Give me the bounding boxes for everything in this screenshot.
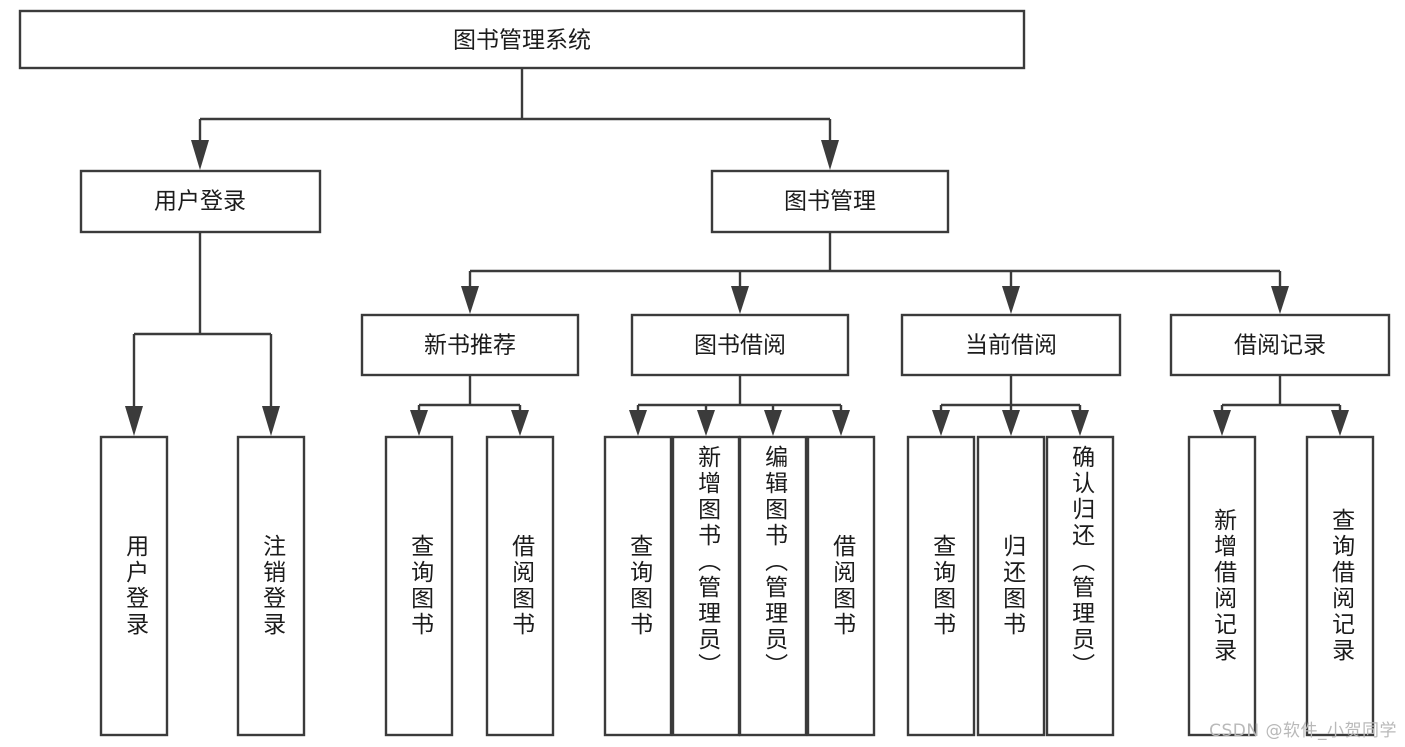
arrow-leaf-br-add-icon — [1213, 410, 1231, 436]
arrow-leaf-bb-borrow-icon — [832, 410, 850, 436]
node-book-borrow[interactable] — [630, 313, 850, 377]
leaf-box-logout[interactable] — [236, 435, 306, 737]
leaf-box-bb-query-book[interactable] — [603, 435, 673, 737]
leaf-box-br-add-record[interactable] — [1187, 435, 1257, 737]
label-user-login: 用户登录 — [154, 189, 246, 215]
label-current-borrow: 当前借阅 — [965, 333, 1057, 359]
arrow-to-book-mgmt-icon — [821, 140, 839, 170]
arrow-leaf-cb-confirm-icon — [1071, 410, 1089, 436]
node-box-group — [18, 9, 1391, 737]
label-borrow-record: 借阅记录 — [1234, 333, 1326, 359]
arrow-to-book-borrow-icon — [731, 286, 749, 314]
node-book-management[interactable] — [710, 169, 950, 234]
arrow-leaf-bb-add-icon — [697, 410, 715, 436]
label-book-borrow: 图书借阅 — [694, 333, 786, 359]
leaf-box-cb-confirm-return[interactable] — [1045, 435, 1115, 737]
label-book-management: 图书管理 — [784, 189, 876, 215]
arrow-leaf-cb-query-icon — [932, 410, 950, 436]
leaf-box-user-login[interactable] — [99, 435, 169, 737]
arrow-leaf-user-login-icon — [125, 406, 143, 436]
arrow-to-new-book-icon — [461, 286, 479, 314]
node-root-book-management-system[interactable] — [18, 9, 1026, 70]
leaf-box-bb-edit-book[interactable] — [738, 435, 808, 737]
leaf-box-cb-return-book[interactable] — [976, 435, 1046, 737]
leaf-box-cb-query-book[interactable] — [906, 435, 976, 737]
arrow-to-borrow-record-icon — [1271, 286, 1289, 314]
leaf-box-br-query-record[interactable] — [1305, 435, 1375, 737]
node-user-login[interactable] — [79, 169, 322, 234]
label-new-book-recommend: 新书推荐 — [424, 333, 516, 359]
node-borrow-record[interactable] — [1169, 313, 1391, 377]
arrow-to-user-login-icon — [191, 140, 209, 170]
arrow-leaf-cb-return-icon — [1002, 410, 1020, 436]
connector-group — [125, 68, 1349, 436]
leaf-box-nb-query-book[interactable] — [384, 435, 454, 737]
label-root-book-management-system: 图书管理系统 — [453, 28, 591, 54]
node-current-borrow[interactable] — [900, 313, 1122, 377]
node-new-book-recommend[interactable] — [360, 313, 580, 377]
leaf-box-bb-add-book[interactable] — [671, 435, 741, 737]
leaf-box-nb-borrow-book[interactable] — [485, 435, 555, 737]
node-label-group: 图书管理系统 用户登录 图书管理 新书推荐 图书借阅 当前借阅 借阅记录 — [154, 28, 1326, 359]
arrow-leaf-nb-query-icon — [410, 410, 428, 436]
leaf-box-bb-borrow-book[interactable] — [806, 435, 876, 737]
arrow-leaf-nb-borrow-icon — [511, 410, 529, 436]
arrow-leaf-logout-icon — [262, 406, 280, 436]
arrow-leaf-bb-query-icon — [629, 410, 647, 436]
arrow-leaf-br-query-icon — [1331, 410, 1349, 436]
arrow-to-current-borrow-icon — [1002, 286, 1020, 314]
arrow-leaf-bb-edit-icon — [764, 410, 782, 436]
